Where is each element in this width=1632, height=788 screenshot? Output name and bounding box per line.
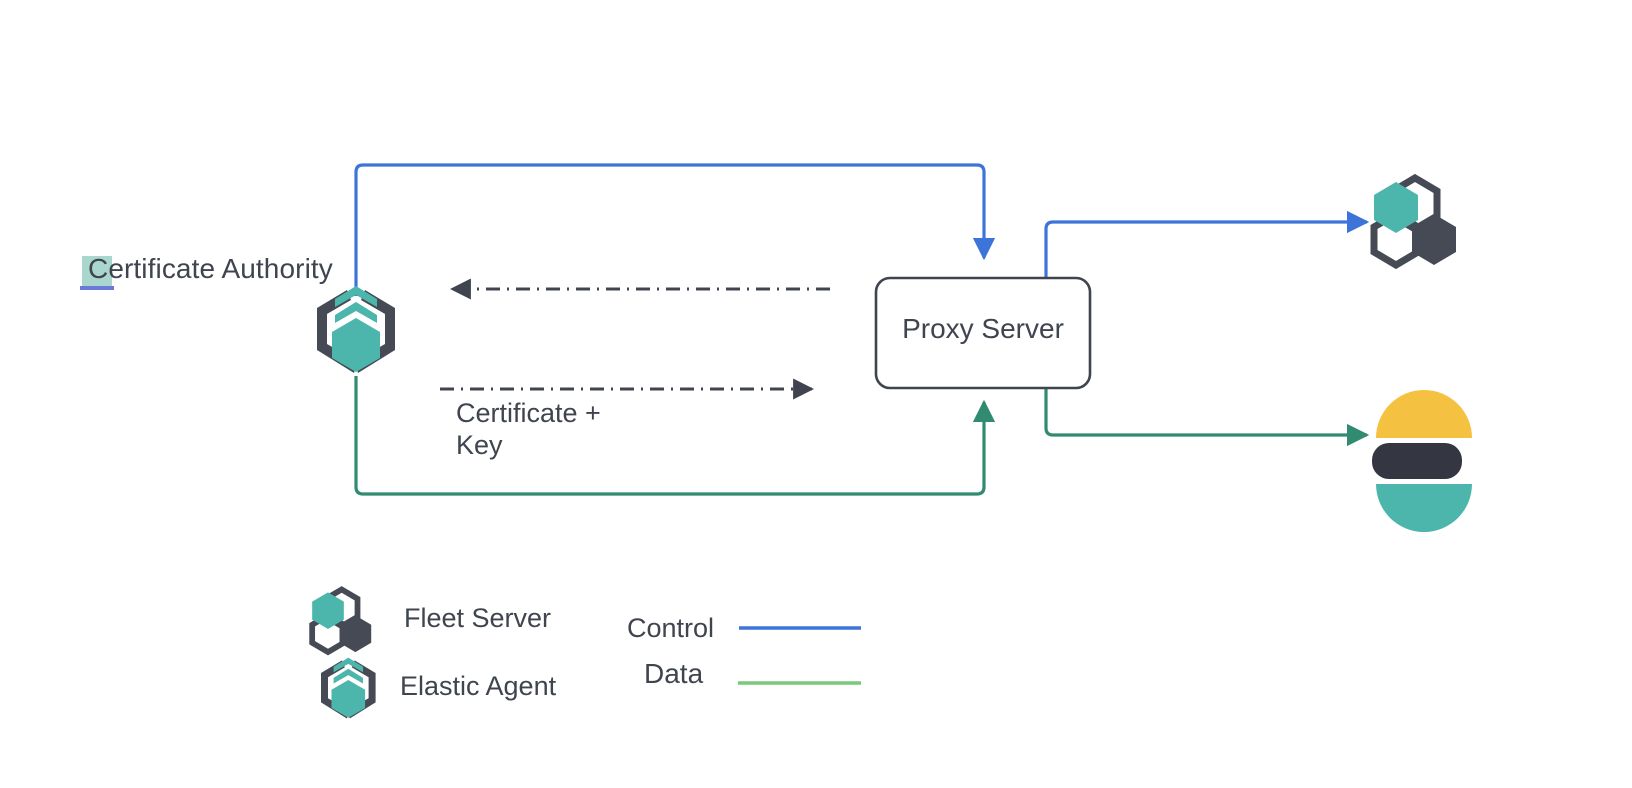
proxy-server-node[interactable]	[874, 276, 1092, 390]
proxy-server-label: Proxy Server	[902, 313, 1064, 344]
edge-agent-to-proxy-control	[354, 163, 996, 296]
legend-fleet-server-icon	[309, 586, 372, 656]
certificate-authority-underline	[80, 286, 114, 290]
legend-item-label-fleet-server: Fleet Server	[404, 603, 552, 633]
legend-item-label-elastic-agent: Elastic Agent	[400, 671, 557, 701]
legend-item-label-control: Control	[627, 613, 715, 643]
elastic-agent-icon	[317, 286, 395, 373]
certificate-key-edge-label: Certificate + Key	[456, 398, 601, 460]
legend-elastic-agent-icon	[321, 657, 376, 719]
edge-agent-to-proxy-data	[354, 376, 996, 496]
certificate-authority-label: Certificate Authority	[88, 253, 333, 284]
edge-proxy-to-elasticsearch-data	[1044, 375, 1370, 447]
certificate-authority-highlight	[82, 256, 112, 286]
fleet-server-icon	[1370, 173, 1456, 270]
elasticsearch-icon	[1372, 390, 1472, 532]
edge-proxy-to-fleet-control	[1044, 210, 1370, 290]
legend-item-label-data: Data	[644, 658, 704, 689]
